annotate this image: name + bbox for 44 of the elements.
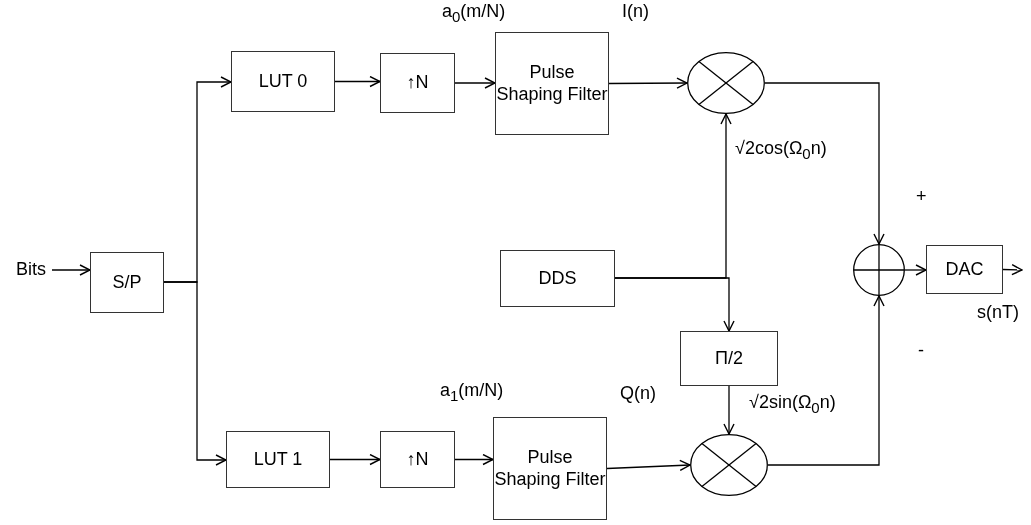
sign-label: - — [918, 340, 924, 362]
signal-label: √2sin(Ω$_{0}$n) — [749, 392, 836, 417]
signal-arrow — [904, 264, 927, 276]
signal-label: s(nT) — [977, 302, 1019, 324]
block-label: LUT 0 — [258, 70, 308, 93]
signal-arrow — [764, 82, 885, 245]
process-box — [926, 245, 1003, 294]
block-label: S/P — [112, 271, 142, 294]
signal-arrow — [454, 77, 496, 89]
signal-label: a$_{0}$(m/N) — [442, 1, 506, 26]
process-box — [380, 53, 455, 113]
block-label: LUT 1 — [253, 448, 303, 471]
block-label: DDS — [538, 267, 577, 290]
block-label: Π/2 — [715, 347, 743, 370]
process-box — [495, 32, 609, 135]
process-box — [226, 431, 330, 488]
block-label: DAC — [945, 258, 984, 281]
block-label: Pulse Shaping Filter — [496, 61, 608, 106]
process-box — [90, 252, 164, 313]
block-label: ↑N — [406, 448, 429, 471]
process-box — [380, 431, 455, 488]
signal-label: a$_{1}$(m/N) — [440, 380, 504, 405]
input-label: Bits — [16, 259, 46, 281]
signal-arrow — [454, 453, 494, 466]
signal-arrow — [767, 295, 885, 466]
signal-arrow — [606, 459, 691, 472]
block-label: ↑N — [406, 72, 429, 94]
process-box — [680, 331, 778, 386]
sign-label: + — [916, 186, 927, 208]
signal-label: I(n) — [622, 1, 649, 23]
signal-arrow — [608, 77, 688, 89]
process-box — [500, 250, 615, 307]
signal-arrow — [614, 277, 735, 332]
signal-arrow — [723, 385, 735, 435]
signal-arrow — [1002, 264, 1023, 276]
signal-arrow — [163, 281, 227, 466]
signal-arrow — [329, 453, 381, 466]
block-label: Pulse Shaping Filter — [494, 446, 606, 491]
process-box — [231, 51, 335, 112]
process-box — [493, 417, 607, 520]
signal-arrow — [334, 75, 381, 88]
signal-label: Q(n) — [620, 383, 656, 405]
signal-label: √2cos(Ω$_{0}$n) — [735, 138, 827, 163]
signal-arrow — [51, 264, 91, 276]
